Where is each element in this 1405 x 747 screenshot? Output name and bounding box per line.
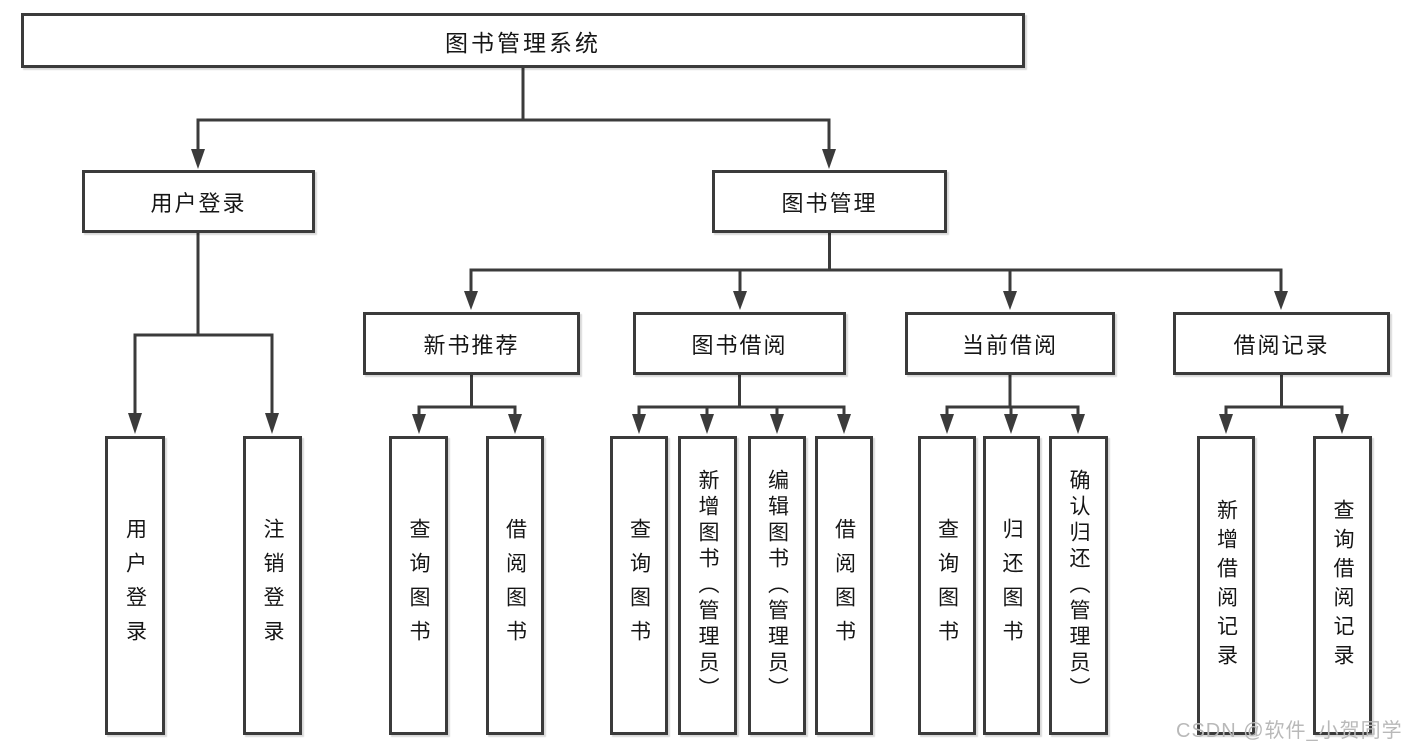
leaf-add-book-admin: 新增图书（管理员） xyxy=(678,436,737,735)
leaf-confirm-return-admin: 确认归还（管理员） xyxy=(1049,436,1108,735)
leaf-query-borrow-record: 查询借阅记录 xyxy=(1313,436,1372,735)
leaf-edit-book-admin: 编辑图书（管理员） xyxy=(748,436,806,735)
node-book-borrowing: 图书借阅 xyxy=(633,312,846,375)
node-user-login: 用户登录 xyxy=(82,170,315,233)
leaf-borrow-books-borrowing: 借阅图书 xyxy=(815,436,873,735)
leaf-return-books: 归还图书 xyxy=(983,436,1040,735)
leaf-query-books-current: 查询图书 xyxy=(918,436,976,735)
leaf-user-login: 用户登录 xyxy=(105,436,165,735)
leaf-add-borrow-record: 新增借阅记录 xyxy=(1197,436,1255,735)
node-book-management: 图书管理 xyxy=(712,170,947,233)
node-borrowing-records: 借阅记录 xyxy=(1173,312,1390,375)
node-new-book-recommendation: 新书推荐 xyxy=(363,312,580,375)
leaf-query-books-borrowing: 查询图书 xyxy=(610,436,668,735)
leaf-query-books-recommend: 查询图书 xyxy=(389,436,448,735)
node-library-management-system: 图书管理系统 xyxy=(21,13,1025,68)
csdn-watermark: CSDN @软件_小贺同学 xyxy=(1176,720,1403,742)
node-current-borrowing: 当前借阅 xyxy=(905,312,1115,375)
leaf-logout: 注销登录 xyxy=(243,436,302,735)
leaf-borrow-books-recommend: 借阅图书 xyxy=(486,436,544,735)
